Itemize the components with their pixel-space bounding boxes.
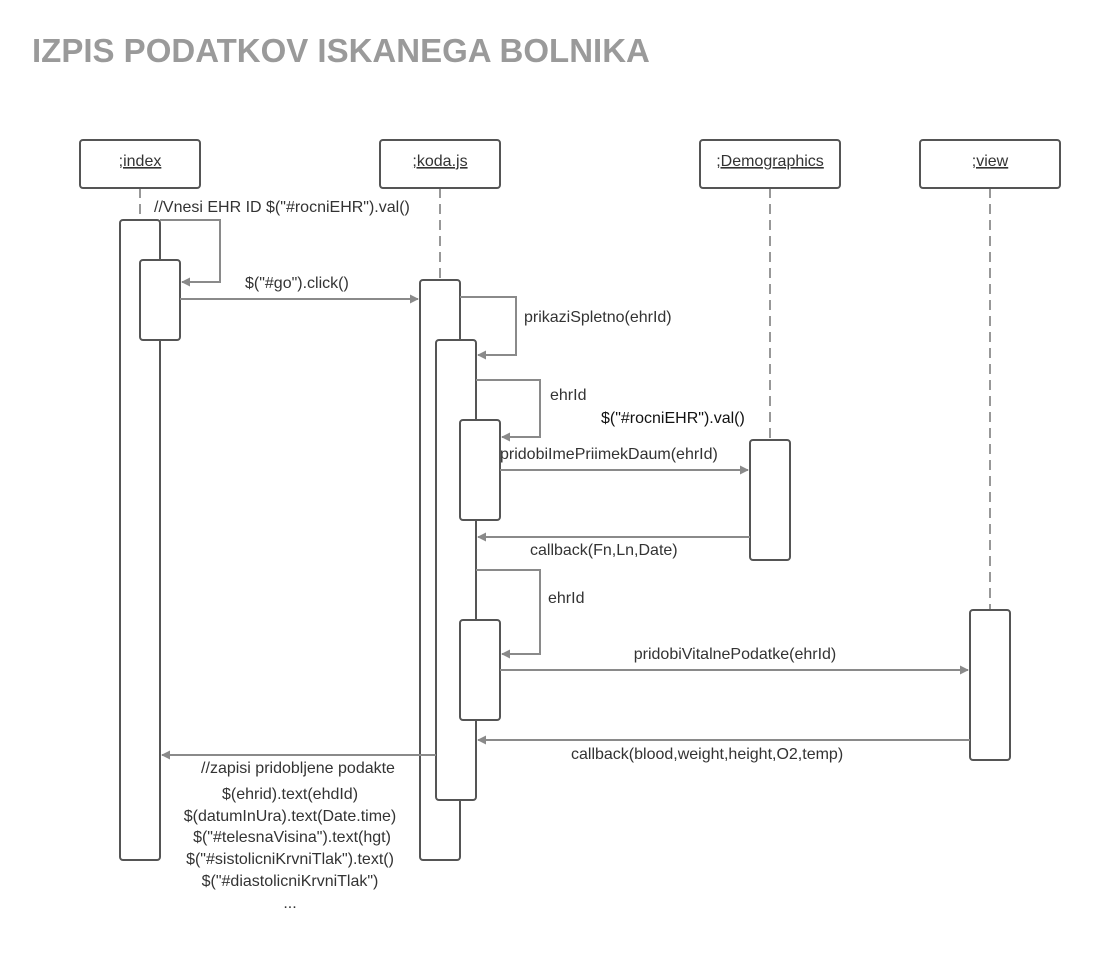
participant-index-label: ;index <box>119 153 162 170</box>
activation-koda-ime <box>459 419 501 521</box>
label-pridobi-ime: pridobiImePriimekDaum(ehrId) <box>500 446 718 463</box>
label-vnesi: //Vnesi EHR ID $("#rocniEHR").val() <box>154 199 410 216</box>
note-line: $("#diastolicniKrvniTlak") <box>202 873 379 890</box>
message-self-prikazi <box>460 296 517 360</box>
participant-demographics-label: ;Demographics <box>716 153 824 170</box>
message-self-ehrid-1 <box>476 379 541 442</box>
participant-view[interactable]: ;view <box>919 139 1061 189</box>
label-callback-fn: callback(Fn,Ln,Date) <box>530 542 678 559</box>
label-ehrid-1: ehrId <box>550 387 586 404</box>
activation-index-main <box>119 219 161 861</box>
activation-koda-prikazi <box>435 339 477 801</box>
note-line: $(datumInUra).text(Date.time) <box>184 808 397 825</box>
note-line: $("#sistolicniKrvniTlak").text() <box>186 851 394 868</box>
label-callback-blood: callback(blood,weight,height,O2,temp) <box>571 746 843 763</box>
participant-view-label: ;view <box>972 153 1009 170</box>
label-rocni-val: $("#rocniEHR").val() <box>601 410 745 427</box>
note-line: ... <box>283 895 296 912</box>
message-self-ehrid-2 <box>476 569 541 659</box>
participant-koda[interactable]: ;koda.js <box>379 139 501 189</box>
participant-index[interactable]: ;index <box>79 139 201 189</box>
participant-koda-label: ;koda.js <box>412 153 467 170</box>
message-self-vnesi <box>160 219 221 287</box>
participant-demographics[interactable]: ;Demographics <box>699 139 841 189</box>
activation-demographics <box>749 439 791 561</box>
diagram-title: IZPIS PODATKOV ISKANEGA BOLNIKA <box>32 32 650 69</box>
label-ehrid-2: ehrId <box>548 590 584 607</box>
activation-view <box>969 609 1011 761</box>
notes-block: $(ehrid).text(ehdId) $(datumInUra).text(… <box>184 786 397 912</box>
activation-koda-vitalne <box>459 619 501 721</box>
label-prikazi: prikaziSpletno(ehrId) <box>524 309 672 326</box>
activation-index-self <box>139 259 181 341</box>
note-line: $(ehrid).text(ehdId) <box>222 786 358 803</box>
note-line: $("#telesnaVisina").text(hgt) <box>193 829 391 846</box>
label-zapisi: //zapisi pridobljene podakte <box>201 760 395 777</box>
label-pridobi-vitalne: pridobiVitalnePodatke(ehrId) <box>634 646 837 663</box>
label-go-click: $("#go").click() <box>245 275 349 292</box>
